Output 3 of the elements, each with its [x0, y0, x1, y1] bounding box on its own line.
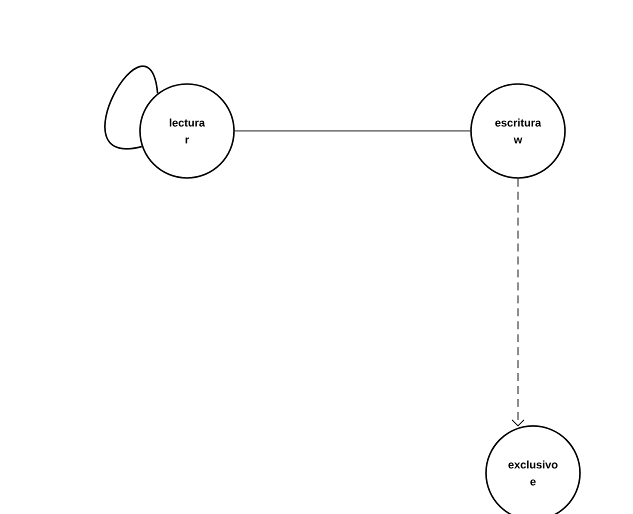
- arrow: [512, 178, 524, 426]
- self-loop: [104, 66, 158, 150]
- connector-line: [234, 130, 471, 132]
